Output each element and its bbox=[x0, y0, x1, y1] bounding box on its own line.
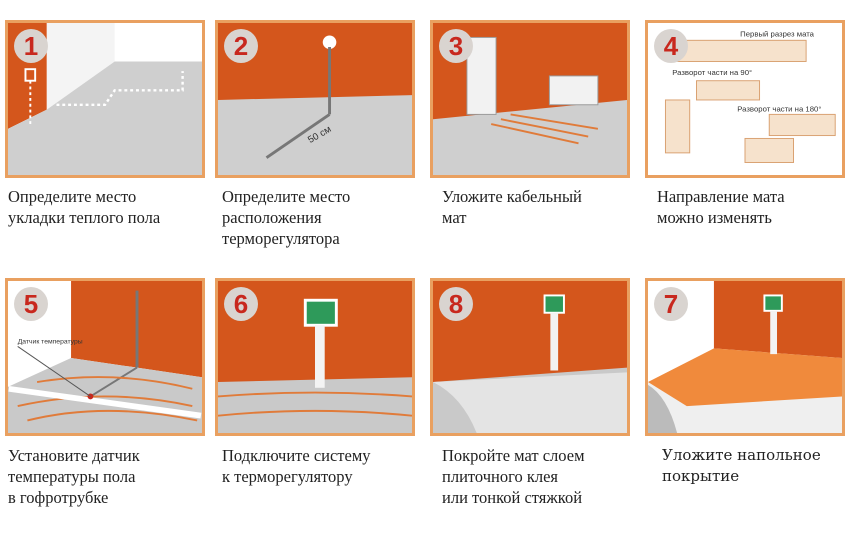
svg-text:Разворот части на 90°: Разворот части на 90° bbox=[672, 68, 752, 77]
svg-text:Датчик температуры: Датчик температуры bbox=[18, 339, 83, 346]
step-3-panel: 3 bbox=[430, 20, 630, 178]
svg-text:Разворот части на 180°: Разворот части на 180° bbox=[737, 105, 821, 114]
step-number-badge: 6 bbox=[224, 287, 258, 321]
svg-text:Первый разрез мата: Первый разрез мата bbox=[740, 29, 815, 38]
step-5-panel: Датчик температуры 5 bbox=[5, 278, 205, 436]
step-number-badge: 4 bbox=[654, 29, 688, 63]
step-number-badge: 8 bbox=[439, 287, 473, 321]
step-8-panel: 8 bbox=[430, 278, 630, 436]
step-number-badge: 3 bbox=[439, 29, 473, 63]
step-1-panel: 1 bbox=[5, 20, 205, 178]
step-2-panel: 50 см 2 bbox=[215, 20, 415, 178]
step-7-panel: 7 bbox=[645, 278, 845, 436]
step-6-panel: 6 bbox=[215, 278, 415, 436]
step-number-badge: 7 bbox=[654, 287, 688, 321]
step-number-badge: 1 bbox=[14, 29, 48, 63]
step-number-badge: 5 bbox=[14, 287, 48, 321]
step-number-badge: 2 bbox=[224, 29, 258, 63]
